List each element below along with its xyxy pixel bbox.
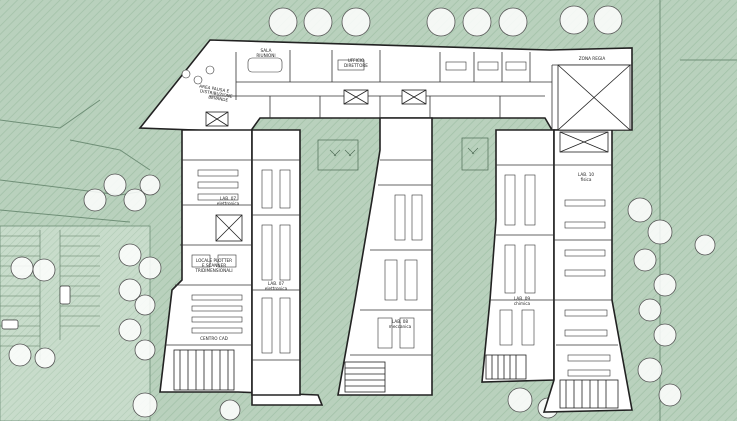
tree-icon <box>593 5 623 35</box>
tree-icon <box>139 174 161 196</box>
tree-icon <box>34 347 56 369</box>
label-area-pausa: BEVANDE <box>208 94 229 102</box>
staircase-icon <box>557 64 631 131</box>
tree-icon <box>10 256 34 280</box>
staircase-icon <box>559 131 609 153</box>
car-icon <box>1 319 19 330</box>
tree-icon <box>32 258 56 282</box>
tree-icon <box>498 7 528 37</box>
elevator-icon <box>205 111 229 127</box>
tree-icon <box>559 5 589 35</box>
staircase-icon <box>173 349 235 391</box>
tree-icon <box>658 383 682 407</box>
tree-icon <box>633 248 657 272</box>
label-lab-08: LAB. 08 <box>392 319 408 324</box>
elevator-icon <box>343 89 369 105</box>
tree-icon <box>653 323 677 347</box>
tree-icon <box>118 278 142 302</box>
tree-icon <box>303 7 333 37</box>
car-icon <box>59 285 71 305</box>
label-locale-plotter: LOCALE PLOTTER <box>196 258 232 263</box>
label-lab-07: elettronica <box>217 201 240 206</box>
label-lab-07: elettronica <box>265 286 288 291</box>
partitions <box>165 50 632 361</box>
tree-icon <box>341 7 371 37</box>
tree-icon <box>134 339 156 361</box>
elevator-icon <box>401 89 427 105</box>
tree-icon <box>123 188 147 212</box>
furniture <box>181 57 611 377</box>
cores <box>173 64 631 409</box>
staircase-icon <box>344 361 386 393</box>
room-labels: SALA RIUNIONI UFFICIO DIRETTORE ZONA REG… <box>194 48 605 341</box>
tree-icon <box>8 343 32 367</box>
staircase-icon <box>559 379 619 409</box>
tree-icon <box>118 243 142 267</box>
label-lab-10: fisica <box>581 177 592 182</box>
tree-icon <box>138 256 162 280</box>
tree-icon <box>426 7 456 37</box>
label-lab-10: LAB. 10 <box>578 172 594 177</box>
label-locale-plotter: TRIDIMENSIONALI <box>194 268 232 273</box>
label-lab-08: meccanica <box>389 324 412 329</box>
label-lab-09: LAB. 09 <box>514 296 530 301</box>
tree-icon <box>118 318 142 342</box>
label-area-pausa: DISTRIBUZIONE <box>200 88 234 99</box>
tree-icon <box>134 294 156 316</box>
trees <box>8 5 716 421</box>
tree-icon <box>83 188 107 212</box>
tree-icon <box>268 7 298 37</box>
label-sala-riunioni: SALA <box>261 48 272 53</box>
label-locale-plotter: E SCANNER <box>202 263 226 268</box>
tree-icon <box>627 197 653 223</box>
tree-icon <box>638 298 662 322</box>
label-sala-riunioni: RIUNIONI <box>256 53 275 58</box>
tree-icon <box>132 392 158 418</box>
tree-icon <box>653 273 677 297</box>
label-lab-09: chimica <box>514 301 531 306</box>
label-ufficio-direttore: DIRETTORE <box>344 63 368 68</box>
tree-icon <box>637 357 663 383</box>
tree-icon <box>507 387 533 413</box>
tree-icon <box>219 399 241 421</box>
tree-icon <box>647 219 673 245</box>
tree-icon <box>462 7 492 37</box>
label-area-pausa: AREA PAUSA E <box>199 83 230 93</box>
courtyard-planters <box>317 137 489 171</box>
label-ufficio-direttore: UFFICIO <box>348 58 365 63</box>
staircase-icon <box>485 354 527 380</box>
label-centro-cad: CENTRO CAD <box>200 336 228 341</box>
tree-icon <box>694 234 716 256</box>
label-lab-07: LAB. 07 <box>220 196 236 201</box>
wing-2 <box>251 129 301 396</box>
label-lab-07: LAB. 07 <box>268 281 284 286</box>
tree-icon <box>103 173 127 197</box>
staircase-icon <box>215 214 243 242</box>
label-zona-regia: ZONA REGIA <box>579 56 606 61</box>
